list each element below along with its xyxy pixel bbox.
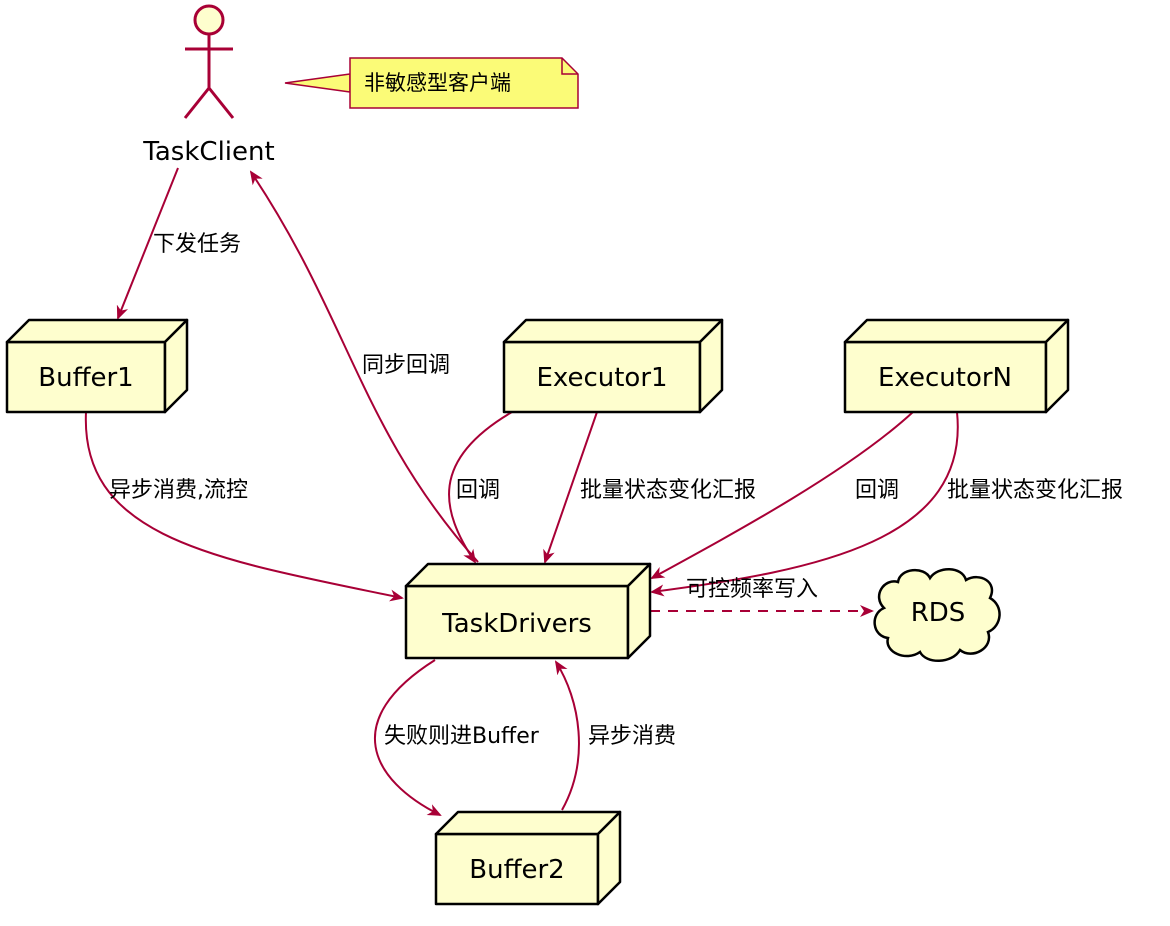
node-label: ExecutorN bbox=[878, 363, 1012, 393]
note-body bbox=[349, 57, 579, 109]
edge-label-buffer2-to-drivers: 异步消费 bbox=[588, 724, 676, 749]
node-label: Buffer1 bbox=[38, 363, 133, 393]
note-client-type: 非敏感型客户端 bbox=[284, 57, 579, 109]
node-top bbox=[843, 318, 1070, 344]
edge-label-executor1-callback: 回调 bbox=[456, 478, 500, 503]
node-buffer1[interactable]: Buffer1 bbox=[5, 318, 189, 414]
edges bbox=[84, 167, 959, 816]
node-top bbox=[434, 810, 622, 836]
edge-executor1-batch bbox=[543, 411, 598, 564]
edge-executorN-callback bbox=[650, 411, 914, 579]
edge-label-buffer1-to-drivers: 异步消费,流控 bbox=[109, 478, 248, 503]
node-side bbox=[698, 318, 724, 414]
node-label: RDS bbox=[911, 598, 966, 628]
node-executor1[interactable]: Executor1 bbox=[502, 318, 724, 414]
edge-labels: 下发任务 同步回调 异步消费,流控 回调 批量状态变化汇报 回调 批量状态变化汇… bbox=[109, 232, 1123, 749]
edge-label-executorN-callback: 回调 bbox=[855, 478, 899, 503]
node-side bbox=[1044, 318, 1070, 414]
edge-label-drivers-to-buffer2: 失败则进Buffer bbox=[384, 724, 540, 749]
node-top bbox=[404, 562, 652, 588]
note-connector bbox=[284, 73, 351, 93]
edge-label-executorN-batch: 批量状态变化汇报 bbox=[947, 478, 1123, 503]
note-text: 非敏感型客户端 bbox=[364, 71, 511, 95]
edge-drivers-to-client bbox=[249, 170, 479, 563]
node-label: Buffer2 bbox=[469, 855, 564, 885]
edge-executor1-callback bbox=[448, 411, 513, 564]
stick-figure-icon bbox=[183, 4, 235, 119]
edge-drivers-to-buffer2 bbox=[374, 659, 442, 816]
node-side bbox=[626, 562, 652, 660]
node-side bbox=[163, 318, 189, 414]
edge-buffer2-to-drivers bbox=[554, 660, 580, 811]
node-top bbox=[5, 318, 189, 344]
node-taskdrivers[interactable]: TaskDrivers bbox=[404, 562, 652, 660]
node-executorN[interactable]: ExecutorN bbox=[843, 318, 1070, 414]
edge-label-drivers-to-client: 同步回调 bbox=[362, 353, 450, 378]
edge-label-drivers-to-rds: 可控频率写入 bbox=[686, 577, 818, 602]
edge-executorN-batch bbox=[650, 411, 959, 597]
node-rds[interactable]: RDS bbox=[873, 568, 1001, 662]
actor-taskclient[interactable]: TaskClient bbox=[142, 4, 275, 167]
node-top bbox=[502, 318, 724, 344]
edge-label-executor1-batch: 批量状态变化汇报 bbox=[580, 478, 756, 503]
edge-buffer1-to-drivers bbox=[84, 411, 404, 602]
note-fold bbox=[561, 58, 578, 75]
node-label: Executor1 bbox=[536, 363, 667, 393]
edge-label-client-to-buffer1: 下发任务 bbox=[153, 232, 241, 257]
node-label: TaskDrivers bbox=[441, 609, 592, 639]
edge-client-to-buffer1 bbox=[116, 167, 179, 320]
cloud-shape bbox=[873, 568, 1001, 662]
actor-label: TaskClient bbox=[142, 137, 274, 167]
node-side bbox=[596, 810, 622, 906]
node-buffer2[interactable]: Buffer2 bbox=[434, 810, 622, 906]
